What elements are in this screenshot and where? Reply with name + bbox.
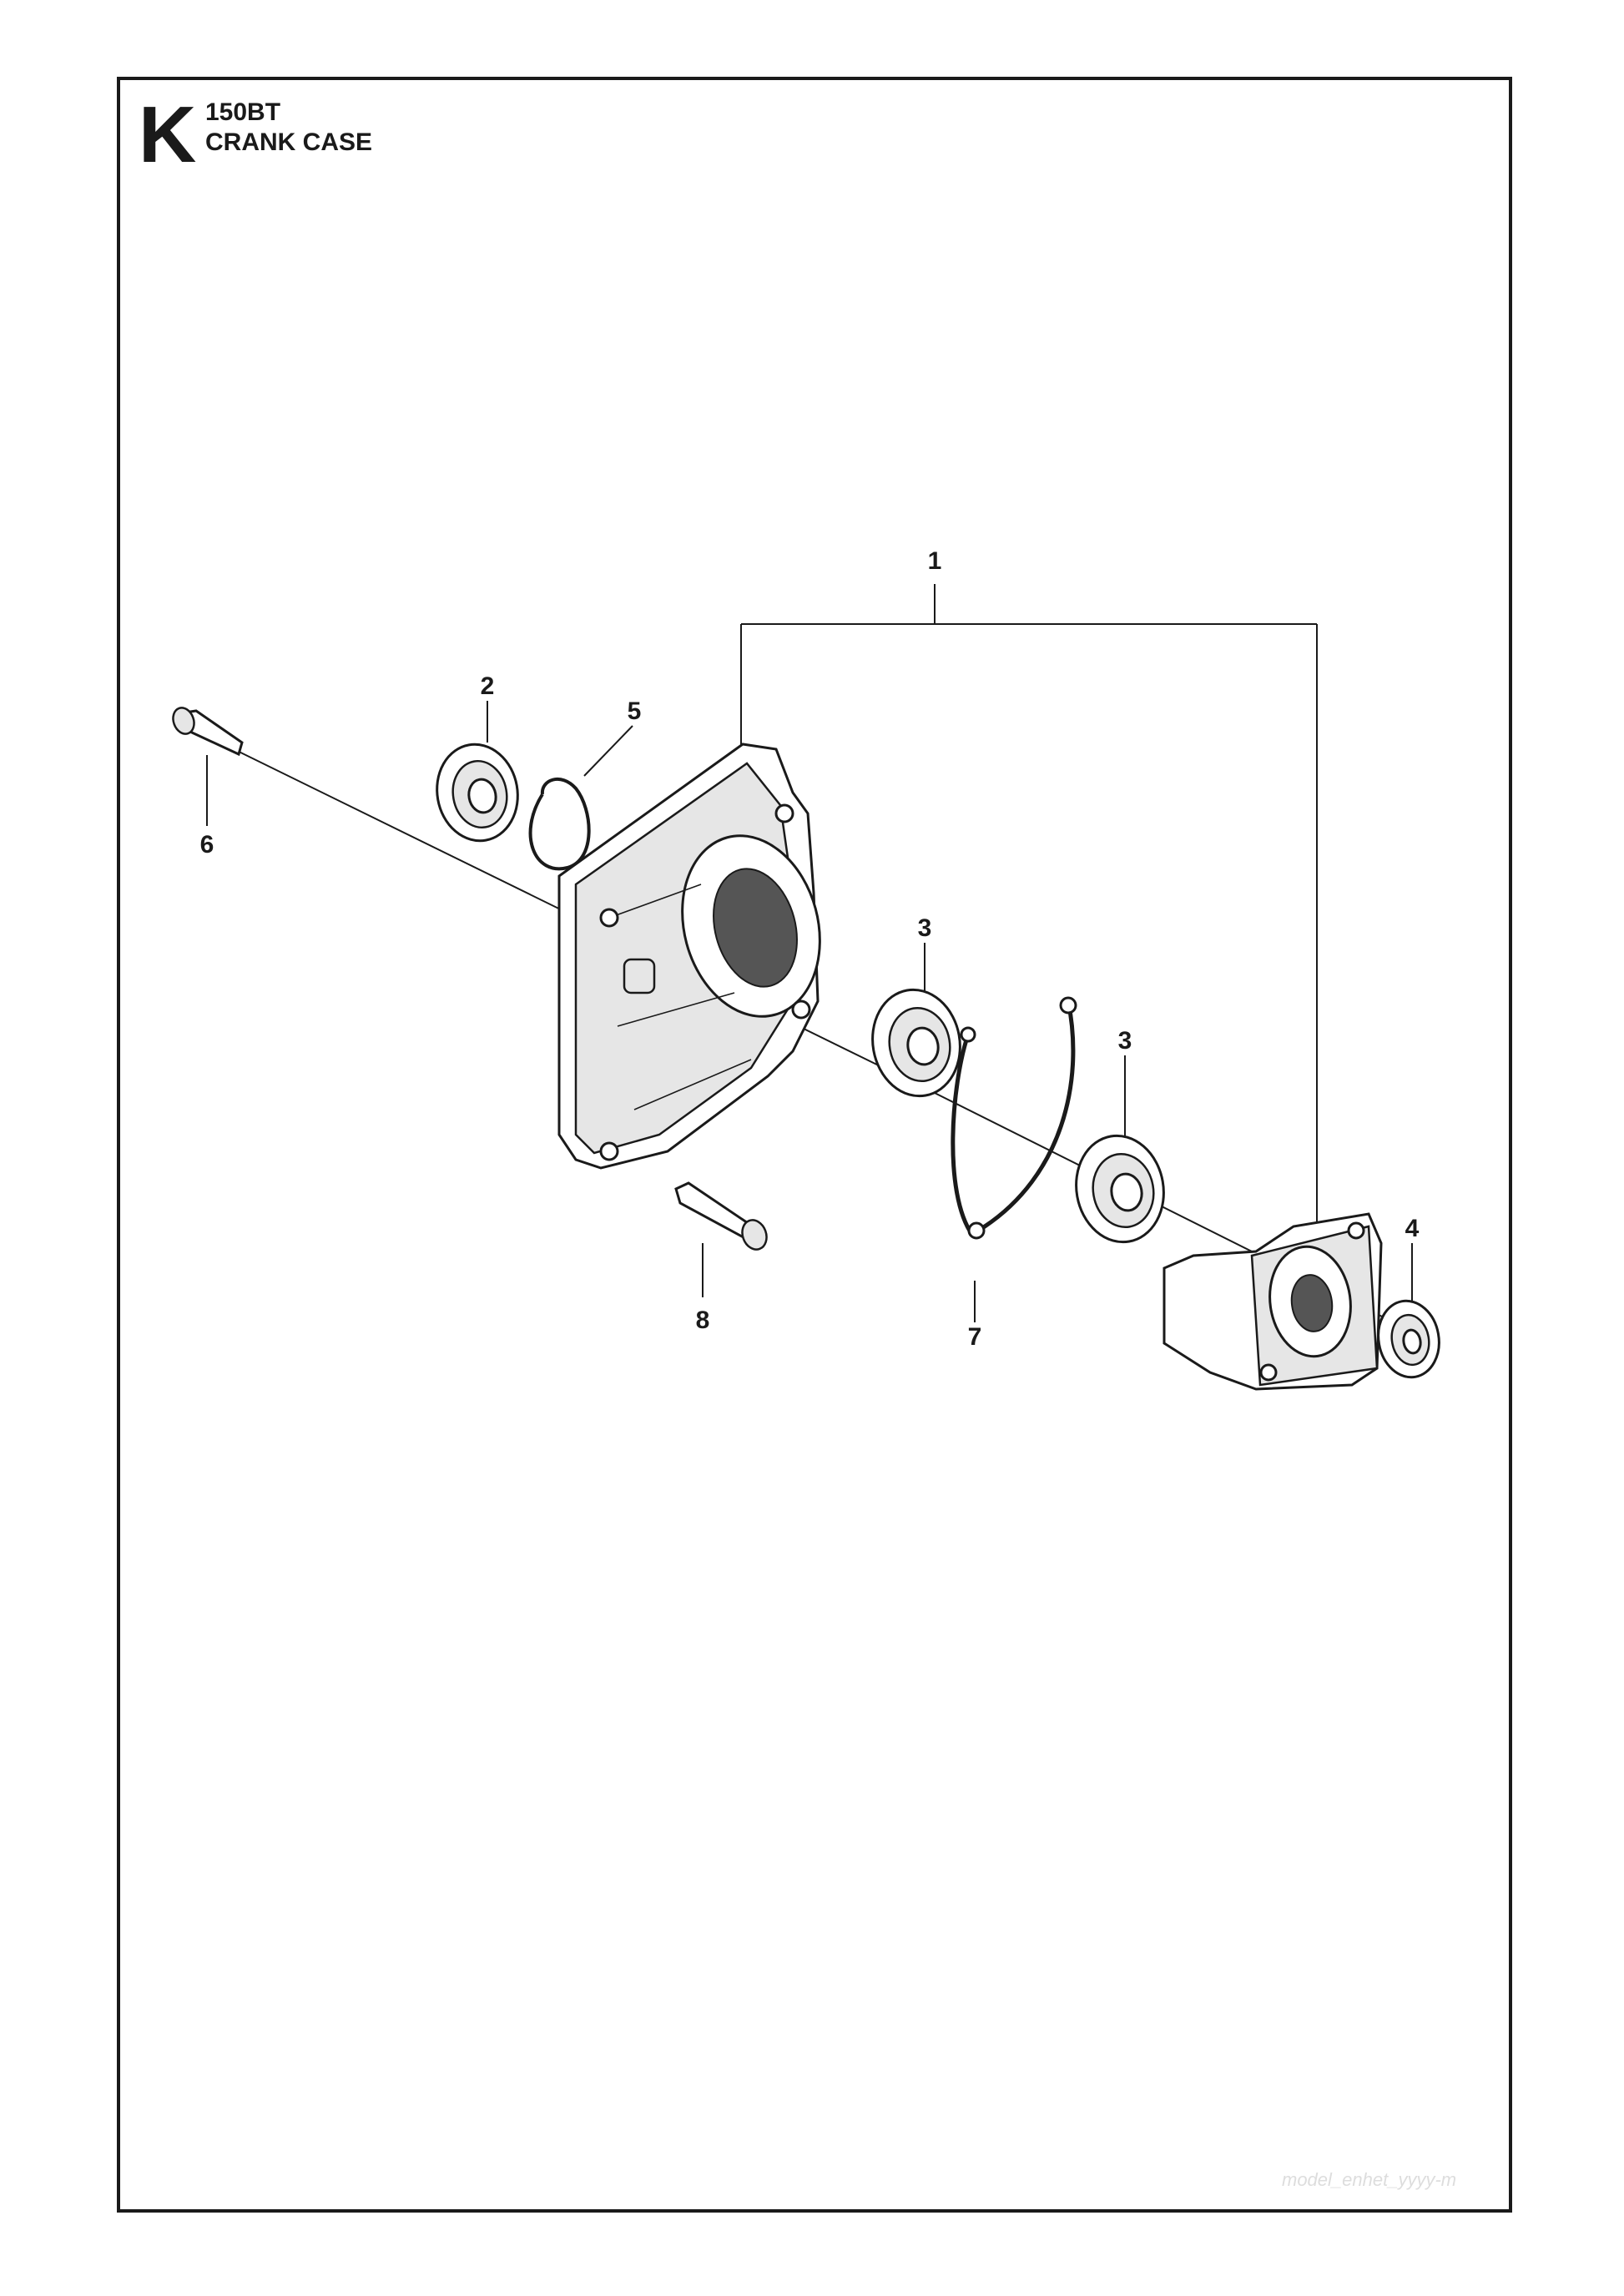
part-2-seal — [436, 743, 519, 843]
callout-7: 7 — [968, 1323, 982, 1351]
part-5-circlip — [528, 778, 591, 871]
callout-1-bracket — [740, 584, 1318, 1256]
part-4-seal — [1377, 1299, 1440, 1379]
callout-1: 1 — [928, 547, 942, 575]
callout-6: 6 — [200, 831, 214, 858]
part-1-crankcase-half — [1163, 1212, 1383, 1391]
part-3b-bearing — [1075, 1134, 1165, 1244]
callout-3a: 3 — [918, 914, 932, 942]
part-6-bolt — [172, 707, 244, 757]
section-letter: K — [139, 90, 197, 179]
part-1-crankcase — [557, 743, 821, 1170]
callout-2: 2 — [481, 672, 495, 700]
part-8-bolt — [674, 1181, 768, 1251]
part-7-gasket — [951, 996, 1077, 1240]
callout-4: 4 — [1405, 1215, 1420, 1242]
leader-5 — [583, 725, 633, 777]
model-name: 150BT — [205, 98, 281, 126]
watermark: model_enhet_yyyy-m — [1282, 2169, 1457, 2190]
callout-8: 8 — [696, 1307, 710, 1334]
callout-3b: 3 — [1118, 1027, 1132, 1055]
diagram-title: CRANK CASE — [205, 128, 373, 156]
part-3a-bearing — [871, 988, 961, 1098]
page-frame — [117, 77, 1512, 2213]
callout-5: 5 — [628, 697, 642, 725]
